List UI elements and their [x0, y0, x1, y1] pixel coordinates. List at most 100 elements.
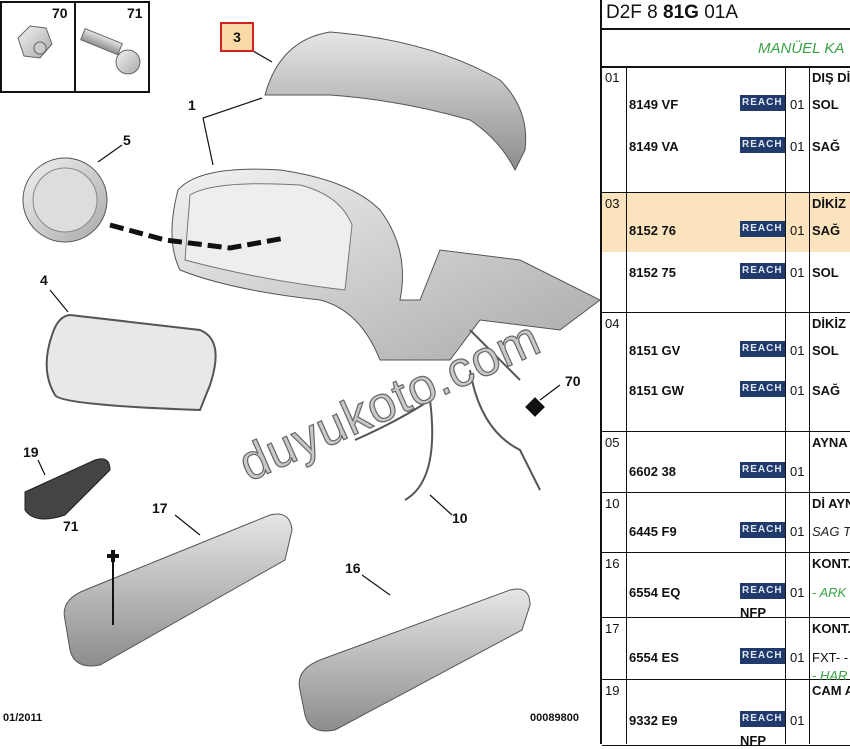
column-divider [626, 67, 627, 744]
diagram-drawing [0, 1, 601, 732]
part-number[interactable]: 8151 GV [629, 343, 681, 358]
group-description: DİKİZ . [812, 316, 850, 331]
quantity: 01 [790, 383, 805, 398]
part-description: FXT- - [812, 650, 849, 665]
part-number[interactable]: 8151 GW [629, 383, 684, 398]
part-group: 17 KONT. 6554 ES REACH 01 FXT- - - HAR [602, 618, 850, 683]
wiring-harness [354, 329, 541, 501]
section-title: MANÜEL KA [758, 40, 845, 57]
part-description: - ARK [812, 585, 847, 600]
quantity: 01 [790, 464, 805, 479]
part-number[interactable]: 6554 ES [629, 650, 679, 665]
callout-4[interactable]: 4 [40, 272, 48, 288]
group-description: Dİ AYN [812, 496, 850, 511]
mirror-glass [45, 313, 217, 412]
part-number[interactable]: 9332 E9 [629, 713, 678, 728]
group-number: 16 [605, 556, 620, 571]
quantity: 01 [790, 585, 805, 600]
quantity: 01 [790, 343, 805, 358]
reach-badge: REACH [740, 95, 785, 111]
part-group: 05 AYNA 6602 38 REACH 01 [602, 432, 850, 493]
reach-badge: REACH [740, 462, 785, 478]
divider [602, 28, 850, 30]
part-description: SOL [812, 265, 839, 280]
window-switch-panel-17 [63, 513, 293, 667]
nfp-label: NFP [740, 733, 766, 748]
catalog-title: D2F 8 81G 01A [606, 2, 738, 24]
divider [602, 66, 850, 68]
group-number: 04 [605, 316, 620, 331]
screw-icon [80, 27, 141, 75]
section-header: MANÜEL KA [602, 30, 850, 68]
column-divider [785, 67, 786, 744]
group-description: KONT. [812, 621, 850, 636]
quantity: 01 [790, 524, 805, 539]
group-number: 17 [605, 621, 620, 636]
diagram-reference: 00089800 [530, 712, 579, 724]
callout-71-inset[interactable]: 71 [127, 5, 143, 21]
part-row[interactable]: 6554 EQ REACH 01 - ARK [602, 583, 850, 603]
callout-17[interactable]: 17 [152, 500, 168, 516]
reach-badge: REACH [740, 583, 785, 599]
window-switch-panel-16 [298, 588, 531, 732]
reach-badge: REACH [740, 522, 785, 538]
group-number: 05 [605, 435, 620, 450]
callout-70-inset[interactable]: 70 [52, 5, 68, 21]
part-description: SAĞ [812, 223, 841, 238]
reach-badge: REACH [740, 263, 785, 279]
part-number[interactable]: 8149 VA [629, 139, 679, 154]
group-description: AYNA [812, 435, 848, 450]
nut-icon [17, 25, 53, 59]
callout-16[interactable]: 16 [345, 560, 361, 576]
callout-1[interactable]: 1 [188, 97, 196, 113]
part-number[interactable]: 8152 75 [629, 265, 676, 280]
part-number[interactable]: 6445 F9 [629, 524, 677, 539]
group-description: CAM A [812, 683, 850, 698]
quantity: 01 [790, 139, 805, 154]
quantity: 01 [790, 650, 805, 665]
callout-5[interactable]: 5 [123, 132, 131, 148]
reach-badge: REACH [740, 381, 785, 397]
group-number: 10 [605, 496, 620, 511]
column-divider [809, 67, 810, 744]
group-number: 19 [605, 683, 620, 698]
mirror-cap [264, 31, 527, 172]
group-number: 03 [605, 196, 620, 211]
exploded-parts-diagram: 70 71 3 1 5 4 19 17 71 16 10 70 duyukoto… [0, 1, 601, 732]
part-number[interactable]: 6602 38 [629, 464, 676, 479]
part-number[interactable]: 8149 VF [629, 97, 679, 112]
callout-10[interactable]: 10 [452, 510, 468, 526]
callout-71[interactable]: 71 [63, 518, 79, 534]
title-suffix: 01A [698, 2, 739, 23]
part-description: SOL [812, 97, 839, 112]
callout-3-selected[interactable]: 3 [220, 22, 254, 52]
part-row[interactable]: 6554 ES REACH 01 FXT- - [602, 648, 850, 668]
part-description: SAĞ [812, 139, 841, 154]
part-number[interactable]: 8152 76 [629, 223, 676, 238]
reach-badge: REACH [740, 648, 785, 664]
selected-row-highlight [602, 193, 850, 252]
part-row[interactable]: 8149 VF REACH 01 SOL [602, 95, 850, 115]
extra-description: - HAR [812, 668, 848, 683]
reach-badge: REACH [740, 341, 785, 357]
reach-badge: REACH [740, 711, 785, 727]
part-number[interactable]: 6554 EQ [629, 585, 681, 600]
part-row[interactable]: 6602 38 REACH 01 [602, 462, 850, 482]
group-number: 01 [605, 70, 620, 85]
callout-19[interactable]: 19 [23, 444, 39, 460]
quantity: 01 [790, 97, 805, 112]
nfp-label: NFP [740, 605, 766, 620]
callout-70[interactable]: 70 [565, 373, 581, 389]
